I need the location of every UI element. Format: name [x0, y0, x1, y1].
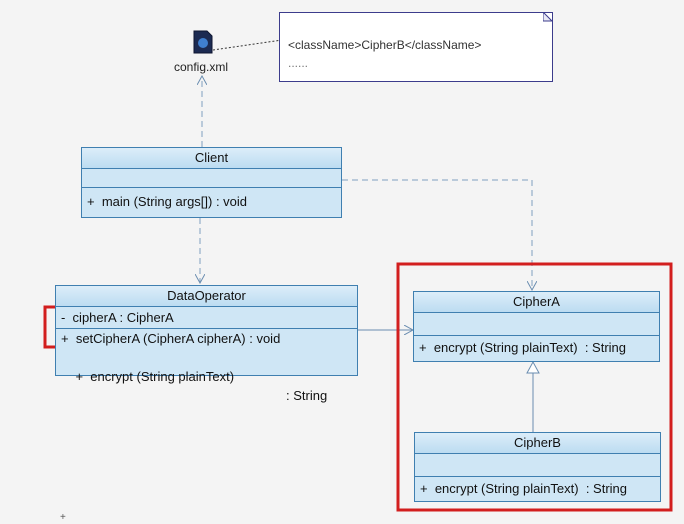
class-dataoperator-name: DataOperator [56, 286, 357, 307]
config-file-label: config.xml [174, 60, 229, 74]
class-dataoperator-attributes: - cipherA : CipherA [56, 307, 357, 329]
note-box[interactable]: <className>CipherB</className> ...... [279, 12, 553, 82]
note-fold-icon [543, 12, 553, 22]
class-cipherb-name: CipherB [415, 433, 660, 454]
note-link [212, 39, 283, 51]
note-text-ellipsis: ...... [288, 56, 309, 70]
class-cipherb-attributes [415, 454, 660, 477]
class-client-operation-main: + main (String args[]) : void [87, 194, 248, 209]
operation-setciphera: + setCipherA (CipherA cipherA) : void [61, 331, 281, 346]
xml-file-icon[interactable] [193, 30, 213, 54]
class-client-attributes [82, 169, 341, 188]
highlight-box-ciphers [396, 262, 673, 512]
operation-encrypt-signature: + encrypt (String plainText) [75, 369, 235, 384]
class-ciphera-name: CipherA [414, 292, 659, 313]
class-dataoperator[interactable]: DataOperator - cipherA : CipherA + setCi… [55, 285, 358, 403]
class-ciphera-attributes [414, 313, 659, 336]
operation-encrypt: + encrypt (String plainText) : String [56, 348, 357, 403]
operation-encrypt-return-type: : String [286, 388, 328, 403]
client-ciphera-dependency [342, 179, 532, 290]
corner-mark: + [60, 512, 66, 523]
class-ciphera-operation-encrypt: + encrypt (String plainText) : String [419, 340, 627, 355]
note-text-classname: <className>CipherB</className> [288, 38, 482, 52]
class-client[interactable]: Client + main (String args[]) : void [81, 147, 342, 218]
class-ciphera[interactable]: CipherA + encrypt (String plainText) : S… [413, 291, 660, 362]
class-client-name: Client [82, 148, 341, 169]
class-cipherb-operation-encrypt: + encrypt (String plainText) : String [420, 481, 628, 496]
attribute-ciphera: - cipherA : CipherA [61, 310, 174, 325]
class-cipherb[interactable]: CipherB + encrypt (String plainText) : S… [414, 432, 661, 502]
generalization-arrowhead [526, 360, 540, 374]
